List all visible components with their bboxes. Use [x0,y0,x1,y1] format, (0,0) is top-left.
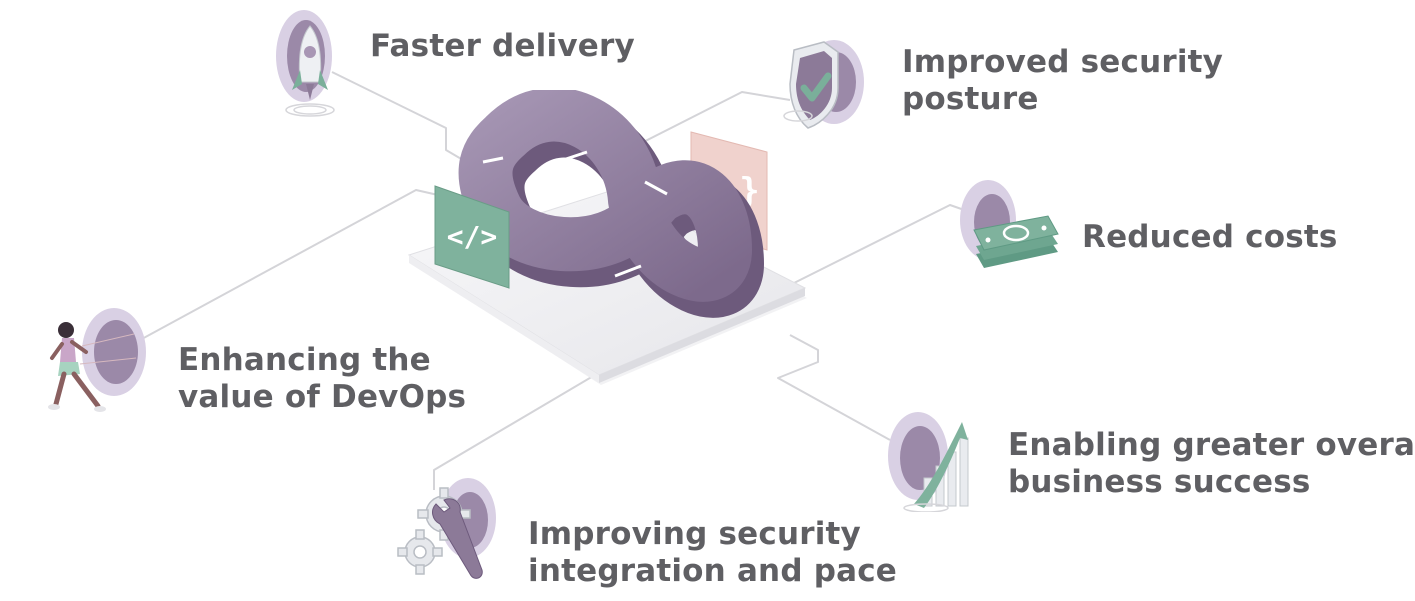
benefit-security-integration: Improving security integration and pace [528,516,897,590]
code-card: </> [434,185,510,289]
code-glyph: </> [447,220,498,253]
benefit-line: value of DevOps [178,379,467,415]
connector-business-success [777,334,891,441]
benefit-line: Enhancing the [178,342,431,378]
benefit-reduced-costs: Reduced costs [1082,219,1338,256]
benefit-line: Enabling greater overall [1008,427,1415,463]
benefit-faster-delivery: Faster delivery [370,28,635,65]
benefit-line: business success [1008,464,1311,500]
growth-chart-icon [888,412,969,512]
connector-security-posture [607,91,791,161]
gear-wrench-icon [397,478,496,579]
connector-security-integration [433,371,601,490]
benefit-improved-security-posture: Improved security posture [902,44,1223,118]
benefit-business-success: Enabling greater overall business succes… [1008,427,1415,501]
benefit-line: Improved security [902,44,1224,80]
platform-edge-left [409,255,599,383]
benefit-line: integration and pace [528,553,898,589]
benefit-line: posture [902,81,1039,117]
shield-check-icon [783,40,864,129]
money-stack-icon [960,180,1059,268]
benefit-line: Reduced costs [1082,219,1338,255]
devops-infinity-platform: { } </> [407,90,807,385]
connector-devops-value [139,189,439,341]
platform-edge-right [599,288,805,383]
rocket-icon [276,10,335,117]
runner-icon [48,308,146,412]
benefit-line: Improving security [528,516,861,552]
benefit-enhancing-devops-value: Enhancing the value of DevOps [178,342,466,416]
benefit-line: Faster delivery [370,28,635,64]
